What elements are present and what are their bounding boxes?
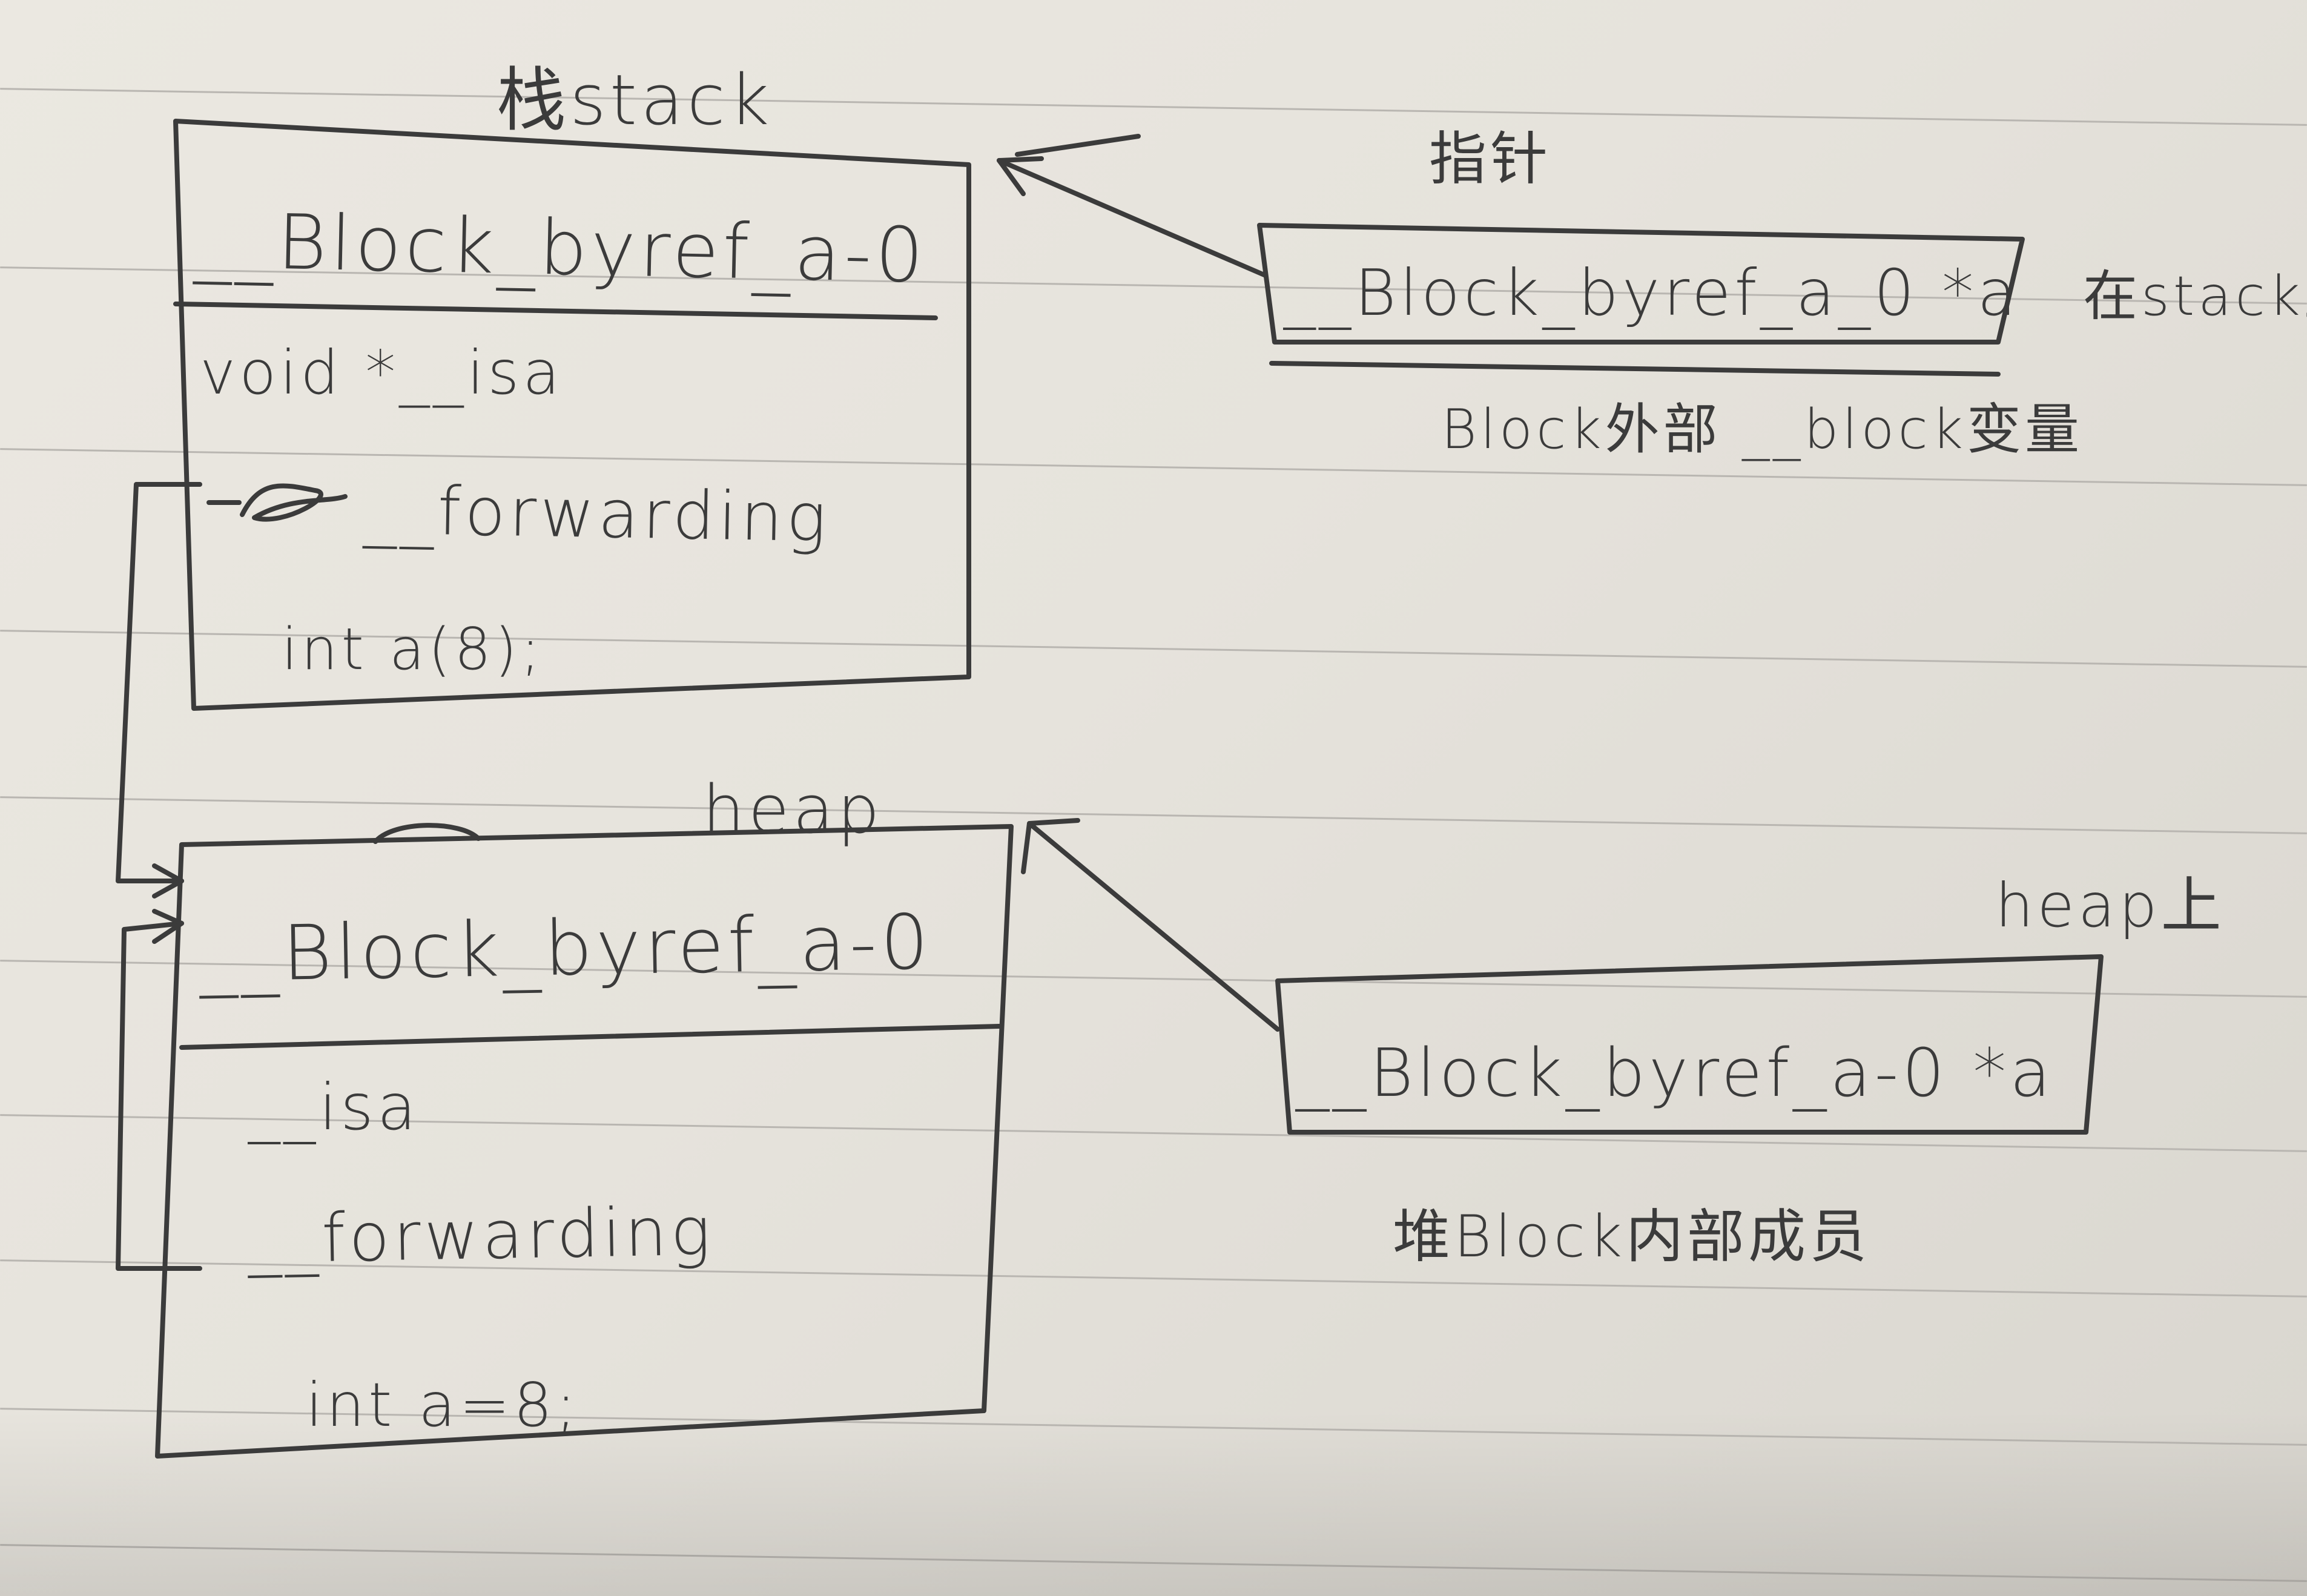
stack-struct-divider <box>173 302 938 320</box>
heap-pointer-caption: 堆Block内部成员 <box>1393 1204 1870 1270</box>
heap-field-isa: __isa <box>247 1070 420 1144</box>
stack-struct-box <box>173 119 971 711</box>
heap-pointer-side-label: heap上 <box>1995 870 2225 941</box>
heap-struct-box <box>155 823 1014 1459</box>
heap-pointer-text: __Block_byref_a-0 *a <box>1295 1034 2055 1112</box>
scribble-mark <box>206 483 348 522</box>
pointer-arrow-stack <box>997 134 1268 278</box>
stack-label: 栈stack <box>497 60 773 141</box>
stack-pointer-text: __Block_byref_a_0 *a <box>1282 256 2020 330</box>
forwarding-arrow-heap-self <box>116 909 202 1271</box>
heap-struct-divider <box>179 1024 1002 1050</box>
forwarding-arrow-stack-to-heap <box>116 482 202 899</box>
stack-field-a: int a(8); <box>282 616 544 683</box>
pointer-arrow-heap <box>1021 818 1280 1032</box>
stack-pointer-side-label: 在stack上 <box>2083 265 2307 328</box>
heap-label: heap <box>702 771 883 848</box>
stack-struct-title: __Block_byref_a-0 <box>192 197 928 300</box>
heap-field-a: int a=8; <box>306 1370 580 1440</box>
heap-field-forwarding: __forwarding <box>246 1193 715 1278</box>
heap-struct-title: __Block_byref_a-0 <box>197 899 933 999</box>
pointer-label: 指针 <box>1429 126 1551 193</box>
stack-field-forwarding: __forwarding <box>362 471 831 556</box>
heap-pointer-box <box>1275 954 2104 1135</box>
stack-pointer-caption: Block外部 __block变量 <box>1441 398 2083 461</box>
stack-field-isa: void *__isa <box>200 337 564 408</box>
stack-pointer-box <box>1257 223 2025 377</box>
